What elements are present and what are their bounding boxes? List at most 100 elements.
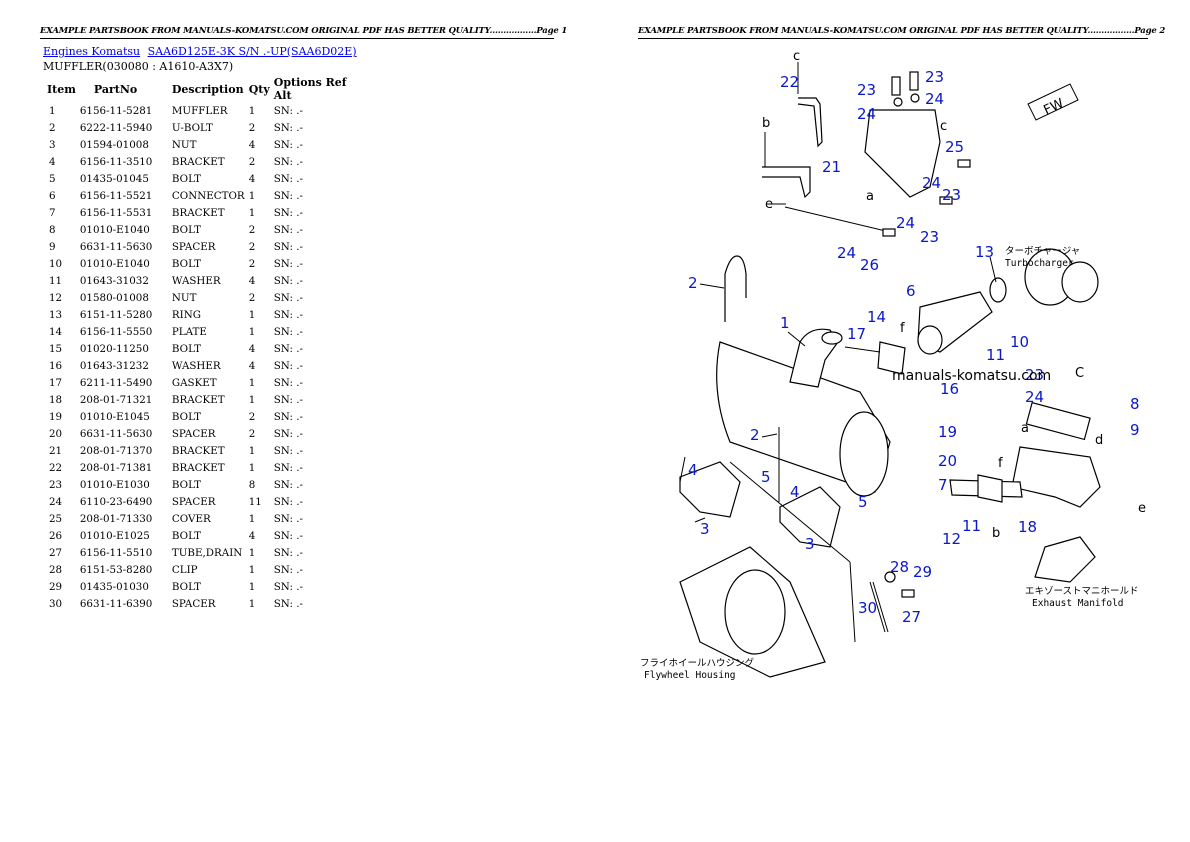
cell-options: SN: .-: [273, 189, 303, 202]
col-header-options-label: Options: [273, 76, 322, 89]
table-header-row: Item PartNo Description Qty Options Ref …: [45, 76, 366, 102]
cell-options: SN: .-: [273, 410, 303, 423]
callout-22: 22: [780, 73, 799, 91]
cell-item: 4: [49, 155, 56, 168]
turbocharger-label-jp: ターボチャージャ: [1005, 246, 1080, 257]
cell-description: PLATE: [171, 325, 207, 338]
cell-qty: 1: [248, 597, 256, 610]
cell-partno: 01580-01008: [79, 291, 149, 304]
cell-options: SN: .-: [273, 580, 303, 593]
cell-item: 13: [49, 308, 63, 321]
cell-description: U-BOLT: [171, 121, 213, 134]
cell-description: BRACKET: [171, 444, 225, 457]
muffler: [716, 328, 891, 502]
callout-11a: 11: [986, 346, 1005, 364]
cell-partno: 01010-E1030: [79, 478, 150, 491]
cell-item: 19: [49, 410, 63, 423]
reference-letters: c b c e a f a d C f b e: [762, 49, 1146, 541]
cell-qty: 1: [248, 563, 256, 576]
breadcrumb-link-engines[interactable]: Engines Komatsu: [43, 45, 141, 58]
cell-item: 18: [49, 393, 63, 406]
callout-23e: 23: [1025, 366, 1044, 384]
cell-qty: 2: [248, 257, 256, 270]
manifold-label-jp: エキゾーストマニホールド: [1025, 586, 1139, 597]
col-header-qty: Qty: [248, 82, 270, 96]
cell-description: BRACKET: [171, 206, 225, 219]
cell-description: RING: [171, 308, 201, 321]
callout-28: 28: [890, 558, 909, 576]
callout-3a: 3: [700, 520, 710, 538]
cell-item: 14: [49, 325, 63, 338]
cell-description: SPACER: [171, 240, 216, 253]
turbocharger-label-en: Turbocharger: [1005, 258, 1074, 269]
callout-25: 25: [945, 138, 964, 156]
gasket-plate: [877, 341, 906, 375]
cell-qty: 2: [248, 240, 256, 253]
breadcrumb: Engines Komatsu SAA6D125E-3K S/N .-UP(SA…: [43, 45, 357, 58]
cell-qty: 1: [248, 189, 256, 202]
letter-d: d: [1095, 433, 1103, 448]
cell-item: 10: [49, 257, 63, 270]
cell-partno: 6222-11-5940: [79, 121, 153, 134]
cell-qty: 1: [248, 376, 256, 389]
flywheel-housing: [679, 546, 826, 678]
cell-item: 23: [49, 478, 63, 491]
callout-5a: 5: [761, 468, 771, 486]
cell-item: 2: [49, 121, 56, 134]
col-header-description: Description: [171, 82, 244, 96]
cell-partno: 6110-23-6490: [79, 495, 153, 508]
callout-11b: 11: [962, 517, 981, 535]
cell-options: SN: .-: [273, 138, 303, 151]
cell-options: SN: .-: [273, 529, 303, 542]
cell-item: 21: [49, 444, 63, 457]
cell-qty: 1: [248, 308, 256, 321]
letter-b2: b: [992, 526, 1000, 541]
cell-qty: 1: [248, 104, 256, 117]
cell-item: 11: [49, 274, 63, 287]
cell-description: BOLT: [171, 223, 201, 236]
flywheel-label-en: Flywheel Housing: [644, 670, 736, 681]
callout-13: 13: [975, 243, 994, 261]
letter-a2: a: [1021, 421, 1029, 436]
cell-options: SN: .-: [273, 104, 303, 117]
cell-item: 12: [49, 291, 63, 304]
cell-partno: 6631-11-5630: [79, 427, 153, 440]
cell-partno: 6631-11-5630: [79, 240, 153, 253]
breadcrumb-link-model[interactable]: SAA6D125E-3K S/N .-UP(SAA6D02E): [147, 45, 357, 58]
callout-12: 12: [942, 530, 961, 548]
col-header-options: Options Ref Alt: [272, 76, 366, 102]
cell-description: BRACKET: [171, 461, 225, 474]
page-1-header: EXAMPLE PARTSBOOK FROM MANUALS-KOMATSU.C…: [40, 26, 567, 39]
cell-item: 26: [49, 529, 63, 542]
fw-label: FW: [1041, 96, 1066, 118]
cell-item: 1: [49, 104, 56, 117]
cell-item: 17: [49, 376, 63, 389]
letter-C: C: [1075, 366, 1084, 381]
callout-17: 17: [847, 325, 866, 343]
exhaust-connector: [917, 291, 993, 355]
cell-options: SN: .-: [273, 206, 303, 219]
section-title: MUFFLER(030080 : A1610-A3X7): [43, 60, 234, 73]
page-2-header: EXAMPLE PARTSBOOK FROM MANUALS-KOMATSU.C…: [638, 26, 1165, 39]
callout-10: 10: [1010, 333, 1029, 351]
cell-qty: 1: [248, 580, 256, 593]
cell-partno: 01010-E1040: [79, 223, 150, 236]
cell-partno: 6156-11-5281: [79, 104, 153, 117]
callout-29: 29: [913, 563, 932, 581]
letter-b: b: [762, 116, 770, 131]
callout-26: 26: [860, 256, 879, 274]
cell-partno: 6156-11-5550: [79, 325, 153, 338]
cell-qty: 1: [248, 325, 256, 338]
letter-f: f: [900, 321, 905, 336]
cell-options: SN: .-: [273, 478, 303, 491]
cell-qty: 1: [248, 512, 256, 525]
callout-24f: 24: [1025, 388, 1044, 406]
